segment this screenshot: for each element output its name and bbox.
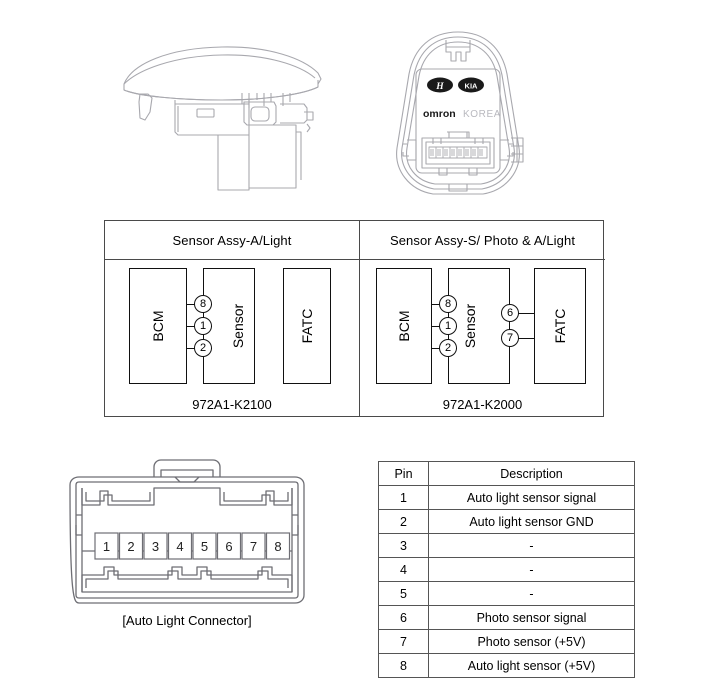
- connector-pin-number: 7: [250, 539, 257, 554]
- sensor-assembly-bottom-view-illustration: H KIA omron KOREA: [383, 28, 533, 203]
- connector-caption: [Auto Light Connector]: [122, 613, 252, 628]
- pin-description-cell: -: [428, 581, 635, 606]
- sensor-comparison-table: Sensor Assy-A/Light BCM Sensor FATC 8 1 …: [104, 220, 605, 417]
- part-number-photo-a-light: 972A1-K2000: [442, 397, 523, 412]
- connector-pin-row: 1 2 3 4 5 6 7 8: [94, 532, 291, 560]
- svg-text:H: H: [435, 82, 444, 92]
- wire-pin6-fatc: [510, 313, 535, 314]
- korea-wordmark: KOREA: [463, 109, 501, 120]
- pin-table-header-description: Description: [428, 461, 635, 486]
- comparison-column-a-light: Sensor Assy-A/Light BCM Sensor FATC 8 1 …: [105, 221, 359, 416]
- connector-svg: 1 2 3 4 5 6 7 8: [69, 459, 305, 604]
- hyundai-logo: H: [427, 77, 453, 93]
- pin-description-cell: Photo sensor (+5V): [428, 629, 635, 654]
- connector-pin-number: 6: [225, 539, 232, 554]
- pin-number-cell: 3: [378, 533, 429, 558]
- sensor-side-view-svg: [123, 46, 322, 191]
- connector-pin-number: 1: [103, 539, 110, 554]
- column-header-photo-a-light: Sensor Assy-S/ Photo & A/Light: [360, 221, 605, 260]
- pin-table-row: 4-: [378, 557, 635, 582]
- pin-table-row: 3-: [378, 533, 635, 558]
- pin-table-row: 5-: [378, 581, 635, 606]
- pin-number-cell: 2: [378, 509, 429, 534]
- pin-number-cell: 6: [378, 605, 429, 630]
- pin-circle-8-s: 8: [439, 295, 457, 313]
- pin-circle-2-s: 2: [439, 339, 457, 357]
- connector-pin-cell: [94, 532, 119, 560]
- comparison-column-photo-a-light: Sensor Assy-S/ Photo & A/Light BCM Senso…: [359, 221, 605, 416]
- auto-light-connector-illustration: 1 2 3 4 5 6 7 8: [62, 455, 312, 630]
- pin-description-cell: Auto light sensor signal: [428, 485, 635, 510]
- block-bcm-a-light: BCM: [129, 268, 187, 384]
- block-fatc-a-light: FATC: [283, 268, 331, 384]
- wire-pin7-fatc: [510, 338, 535, 339]
- pin-description-cell: Auto light sensor (+5V): [428, 653, 635, 678]
- connector-pin-number: 3: [152, 539, 159, 554]
- pin-description-cell: Photo sensor signal: [428, 605, 635, 630]
- kia-logo: KIA: [458, 77, 484, 93]
- pin-number-cell: 8: [378, 653, 429, 678]
- connector-pin-number: 4: [176, 539, 183, 554]
- connector-pin-cell: [265, 532, 291, 560]
- pin-circle-7: 7: [501, 329, 519, 347]
- block-fatc-photo: FATC: [534, 268, 586, 384]
- column-header-a-light: Sensor Assy-A/Light: [105, 221, 359, 260]
- connector-pin-cell: [216, 532, 242, 560]
- pin-description-cell: Auto light sensor GND: [428, 509, 635, 534]
- connector-pin-number: 2: [127, 539, 134, 554]
- column-body-a-light: BCM Sensor FATC 8 1 2 972A1-K2100: [105, 260, 359, 418]
- connector-pin-cell: [143, 532, 168, 560]
- pin-circle-6: 6: [501, 304, 519, 322]
- omron-wordmark: omron: [423, 108, 456, 120]
- sensor-assembly-side-view-illustration: [118, 40, 333, 195]
- pin-number-cell: 1: [378, 485, 429, 510]
- pin-circle-1-a: 1: [194, 317, 212, 335]
- connector-pin-cell: [118, 532, 144, 560]
- pin-number-cell: 5: [378, 581, 429, 606]
- connector-pin-cell: [241, 532, 266, 560]
- connector-pin-cell: [192, 532, 217, 560]
- block-bcm-photo: BCM: [376, 268, 432, 384]
- pin-description-cell: -: [428, 557, 635, 582]
- sensor-bottom-view-svg: H KIA omron KOREA: [396, 31, 524, 195]
- connector-pin-number: 5: [201, 539, 208, 554]
- pin-number-cell: 7: [378, 629, 429, 654]
- pin-circle-8-a: 8: [194, 295, 212, 313]
- connector-pin-cell: [167, 532, 193, 560]
- block-sensor-photo: Sensor: [448, 268, 510, 384]
- column-body-photo-a-light: BCM Sensor FATC 8 1 2 6 7 972A1-K2000: [360, 260, 605, 418]
- pin-table-header-row: Pin Description: [378, 461, 635, 486]
- pin-circle-2-a: 2: [194, 339, 212, 357]
- pin-circle-1-s: 1: [439, 317, 457, 335]
- connector-pin-number: 8: [274, 539, 281, 554]
- part-number-a-light: 972A1-K2100: [192, 397, 272, 412]
- pin-description-cell: -: [428, 533, 635, 558]
- svg-text:KIA: KIA: [465, 82, 479, 91]
- pin-number-cell: 4: [378, 557, 429, 582]
- pin-table-header-pin: Pin: [378, 461, 429, 486]
